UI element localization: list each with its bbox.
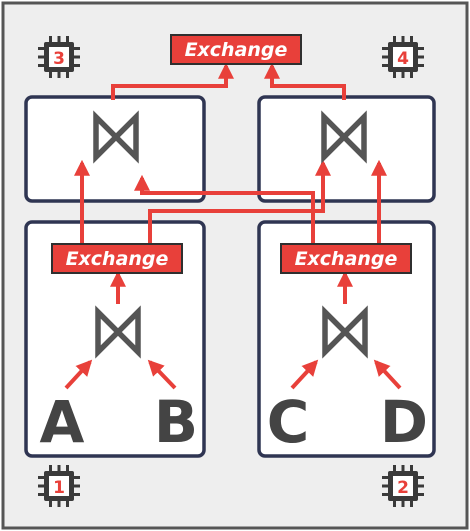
cpu-label-2: 2	[397, 478, 409, 498]
cpu-label-1: 1	[53, 478, 65, 498]
relation-a: A	[40, 388, 85, 456]
arrow-right-exchange-to-join3	[134, 174, 315, 244]
arrow-b-to-join1	[147, 359, 177, 390]
cpu-label-4: 4	[397, 49, 409, 69]
relation-c: C	[267, 388, 310, 456]
exchange-top-label: Exchange	[185, 39, 288, 61]
relation-d: D	[380, 388, 428, 456]
cpu-chip-icon-1: 1	[38, 465, 80, 507]
relation-b: B	[154, 388, 198, 456]
arrow-a-to-join1	[64, 359, 93, 390]
cpu-chip-icon-4: 4	[382, 36, 424, 78]
exchange-left: Exchange	[51, 243, 183, 274]
cpu-label-3: 3	[53, 49, 65, 69]
cpu-chip-icon-3: 3	[38, 36, 80, 78]
exchange-right-label: Exchange	[295, 248, 398, 270]
exchange-left-label: Exchange	[66, 248, 169, 270]
arrow-d-to-join2	[373, 359, 402, 390]
arrow-join3-to-exchange	[111, 62, 234, 100]
arrow-join4-to-exchange	[264, 62, 346, 100]
bottom-left-worker-box	[24, 220, 206, 458]
top-right-worker-box	[257, 95, 436, 203]
arrow-c-to-join2	[290, 359, 319, 390]
exchange-right: Exchange	[280, 243, 412, 274]
top-left-worker-box	[24, 95, 206, 203]
cpu-chip-icon-2: 2	[382, 465, 424, 507]
arrow-left-exchange-to-join4	[148, 159, 331, 244]
bottom-right-worker-box	[257, 220, 436, 458]
exchange-top: Exchange	[170, 34, 302, 65]
